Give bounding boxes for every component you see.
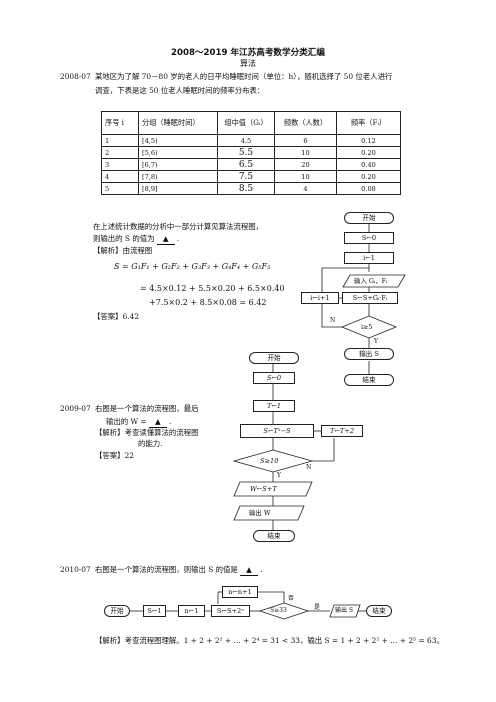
- q2009-stem-line2: 输出的 W = ▲ .: [106, 417, 171, 428]
- answer-blank: ▲: [156, 234, 175, 245]
- flow2009-label-y: Y: [277, 472, 281, 479]
- decision-diamond: [258, 602, 310, 620]
- q2008-after-line2: 则输出的 S 的值为 ▲ .: [93, 234, 179, 245]
- flow2010-cond: S≥33: [270, 607, 287, 614]
- q2009-analysis-line2: 的能力.: [138, 439, 163, 448]
- flow2009-tt: T←T+2: [321, 425, 363, 437]
- flow2009-st: S←T²−S: [240, 424, 314, 438]
- q2008-after-line2-post: .: [176, 234, 180, 243]
- page-subtitle: 算法: [240, 59, 256, 68]
- flow2010-inc: n←n+1: [222, 586, 258, 598]
- q2008-after-line1: 在上述统计数据的分析中一部分计算见算法流程图，: [93, 222, 263, 231]
- q2008-formula1: S = G₁F₁ + G₂F₂ + G₃F₃ + G₄F₄ + G₅F₅: [114, 262, 271, 271]
- q2010-stem: 右图是一个算法的流程图，则输出 S 的值是 ▲ .: [95, 565, 263, 576]
- table-row: 3 [6,7) 6.5 20 0.40: [101, 158, 401, 171]
- output-parallelogram: [329, 604, 361, 618]
- table-row: 5 [8,9] 8.5 4 0.08: [101, 182, 401, 195]
- col-header-midvalue: 组中值（Gᵢ）: [217, 111, 275, 135]
- q2009-stem-line2-pre: 输出的 W =: [106, 417, 147, 426]
- table-row: 4 [7,8) 7.5 10 0.20: [101, 170, 401, 183]
- decision-diamond: [340, 315, 398, 339]
- q2010-stem-post: .: [260, 565, 263, 574]
- q2008-answer: 【答案】6.42: [93, 312, 140, 321]
- flow2008-output: 输出 S: [344, 348, 394, 360]
- answer-blank: ▲: [240, 565, 258, 576]
- flow2008-input: 输入 Gᵢ，Fᵢ: [354, 277, 388, 285]
- q2009-year: 2009-07: [60, 404, 91, 413]
- flow2009-end: 结束: [253, 530, 295, 542]
- flow2008-label-y: Y: [374, 338, 378, 345]
- flow2009-s0: S←0: [253, 372, 295, 384]
- frequency-table: 序号 i 分组（睡眠时间） 组中值（Gᵢ） 频数（人数） 频率（Fᵢ） 1 [4…: [101, 111, 401, 195]
- q2008-stem-line2: 调查，下表是这 50 位老人睡眠时间的频率分布表：: [95, 86, 265, 95]
- flow2008-label-n: N: [330, 317, 336, 324]
- table-row: 1 [4,5) 4.5 6 0.12: [101, 134, 401, 147]
- table-cell: 0.08: [336, 182, 401, 195]
- output-parallelogram: [233, 505, 305, 521]
- page-title: 2008～2019 年江苏高考数学分类汇编: [171, 48, 325, 58]
- flow2010-start: 开始: [104, 605, 130, 617]
- flow2009-label-n: N: [306, 464, 312, 471]
- flow2010-s1: S←1: [143, 605, 166, 617]
- flow2010-end: 结束: [366, 605, 392, 617]
- q2010-analysis: 【解析】考查流程图理解。1 + 2 + 2² + … + 2⁴ = 31 < 3…: [95, 636, 444, 645]
- flow2008-i1: i←1: [344, 252, 394, 264]
- q2008-year: 2008-07: [60, 72, 91, 81]
- answer-blank: ▲: [149, 417, 167, 428]
- flow2008-end: 结束: [344, 374, 394, 386]
- q2010-year: 2010-07: [60, 565, 91, 574]
- q2009-stem-line2-post: .: [169, 417, 172, 426]
- flow2008-s0: S←0: [344, 232, 394, 244]
- flow2010-label-no: 否: [288, 595, 295, 602]
- flow2010-n1: n←1: [178, 605, 205, 617]
- flow2008-accum: S←S+Gᵢ·Fᵢ: [342, 292, 398, 304]
- decision-diamond: [232, 449, 314, 473]
- q2009-analysis-line1: 【解析】考查读懂算法的流程图: [95, 428, 199, 437]
- flow2009-output: 输出 W: [249, 509, 271, 517]
- q2008-formula3: +7.5×0.2 + 8.5×0.08 = 6.42: [149, 298, 267, 307]
- flow2010-label-yes: 是: [314, 604, 321, 611]
- q2008-analysis-label: 【解析】由流程图: [93, 246, 153, 255]
- q2009-answer: 【答案】22: [95, 451, 134, 460]
- flow2008-inc: i←i+1: [301, 292, 339, 304]
- flow2008-start: 开始: [344, 212, 394, 224]
- q2009-stem-line1: 右图是一个算法的流程图，最后: [95, 404, 199, 413]
- table-row: 2 [5,6) 5.5 10 0.20: [101, 146, 401, 159]
- q2008-formula2: = 4.5×0.12 + 5.5×0.20 + 6.5×0.40: [140, 284, 285, 293]
- flow2009-start: 开始: [249, 352, 299, 364]
- assign-parallelogram: [233, 481, 313, 497]
- table-header-row: 序号 i 分组（睡眠时间） 组中值（Gᵢ） 频数（人数） 频率（Fᵢ）: [101, 111, 401, 135]
- flow2009-t1: T←1: [253, 400, 295, 412]
- q2008-after-line2-pre: 则输出的 S 的值为: [93, 234, 155, 243]
- q2010-stem-pre: 右图是一个算法的流程图，则输出 S 的值是: [95, 565, 238, 574]
- col-header-group: 分组（睡眠时间）: [138, 111, 218, 135]
- flow2010-acc: S←S+2ⁿ: [211, 605, 250, 617]
- flow2009-cond: S≥10: [260, 457, 279, 465]
- flow2008-cond: i≥5: [361, 323, 373, 331]
- flow2010-output: 输出 S: [335, 607, 354, 614]
- flow2009-w: W←S+T: [250, 485, 277, 493]
- input-parallelogram: [342, 274, 406, 288]
- q2008-stem-line1: 某地区为了解 70－80 岁的老人的日平均睡眠时间（单位：h），随机选择了 50…: [95, 72, 393, 81]
